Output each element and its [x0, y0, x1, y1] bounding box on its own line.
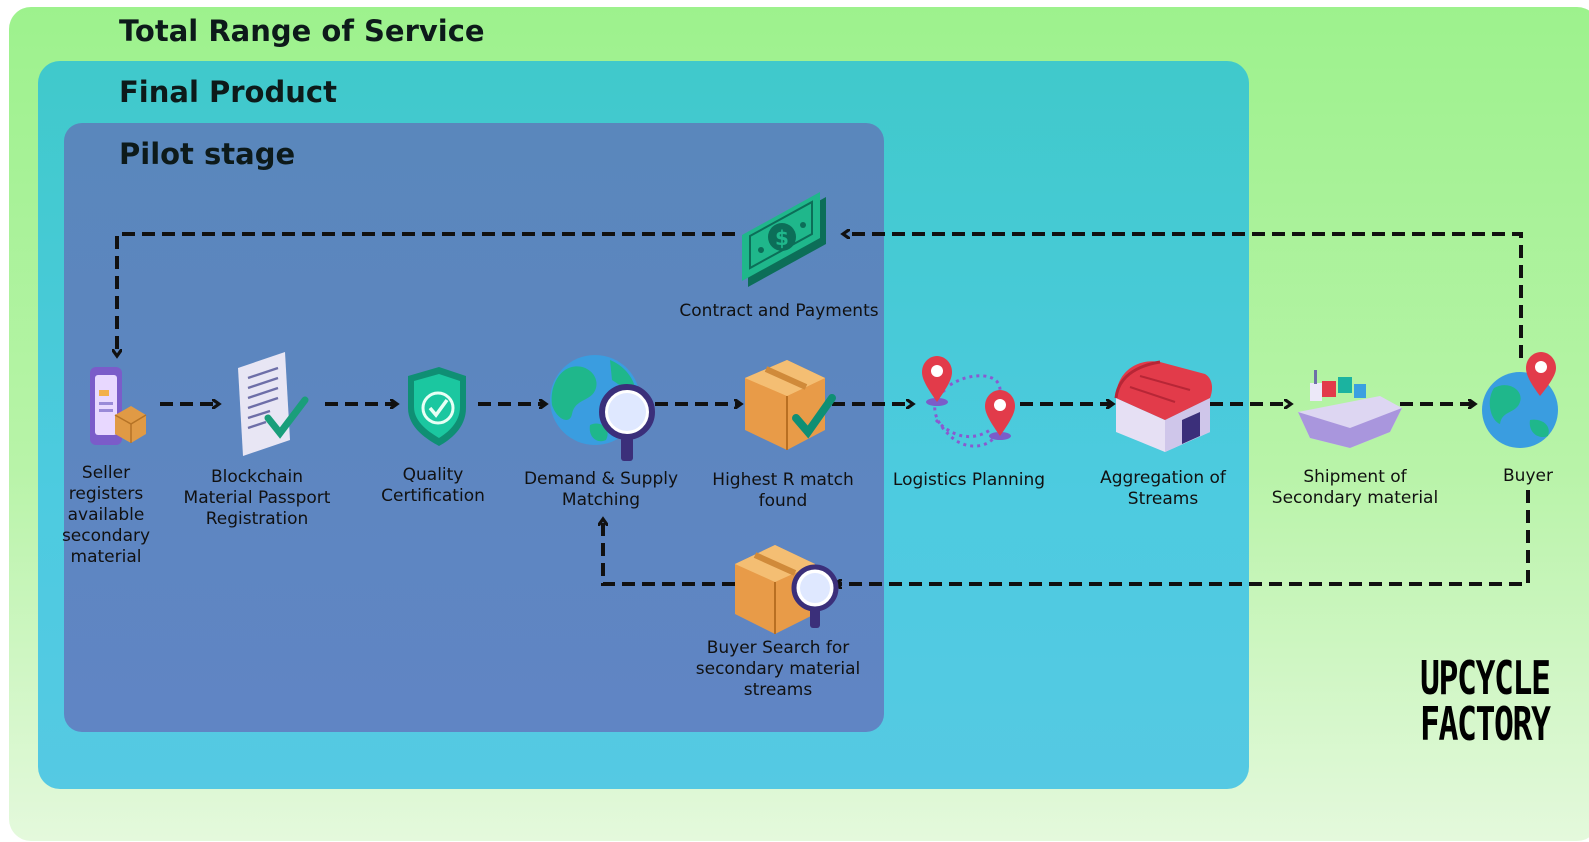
step-label-blockchain: Blockchain Material Passport Registratio… — [183, 467, 331, 529]
route-pins-icon — [922, 356, 1015, 448]
upcycle-factory-logo: UPCYCLE FACTORY — [1420, 651, 1551, 751]
step-label-logistics: Logistics Planning — [892, 470, 1046, 490]
zone-title-total: Total Range of Service — [119, 14, 485, 48]
globe-pin-icon — [1482, 352, 1558, 448]
step-label-buyer: Buyer — [1503, 466, 1553, 486]
warehouse-icon — [1114, 360, 1213, 452]
phone-package-icon — [90, 367, 147, 445]
arrow-payments-seller — [117, 232, 735, 355]
svg-text:$: $ — [775, 226, 789, 250]
box-check-icon — [745, 360, 836, 450]
step-label-shipment: Shipment of Secondary material — [1271, 467, 1439, 508]
money-bill-icon: $ — [742, 192, 826, 287]
logo-line-2: FACTORY — [1420, 697, 1551, 751]
cargo-ship-icon — [1298, 370, 1402, 448]
arrow-buyer-search — [836, 490, 1530, 584]
step-label-payments: Contract and Payments — [679, 301, 879, 321]
arrow-search-matching — [603, 520, 735, 586]
step-label-seller: Seller registers available secondary mat… — [61, 463, 151, 567]
document-check-icon — [238, 352, 309, 456]
zone-title-final: Final Product — [119, 75, 337, 109]
zone-title-pilot: Pilot stage — [119, 137, 296, 171]
step-label-aggregation: Aggregation of Streams — [1100, 468, 1226, 509]
step-label-quality: Quality Certification — [381, 465, 485, 506]
box-magnifier-icon — [735, 545, 839, 634]
shield-check-icon — [408, 367, 466, 446]
logo-line-1: UPCYCLE — [1420, 651, 1551, 705]
globe-magnifier-icon — [550, 355, 655, 461]
step-label-matching: Demand & Supply Matching — [523, 469, 679, 510]
arrow-buyer-payments — [844, 234, 1523, 358]
step-label-match-found: Highest R match found — [712, 470, 854, 511]
step-label-buyer-search: Buyer Search for secondary material stre… — [695, 638, 861, 700]
